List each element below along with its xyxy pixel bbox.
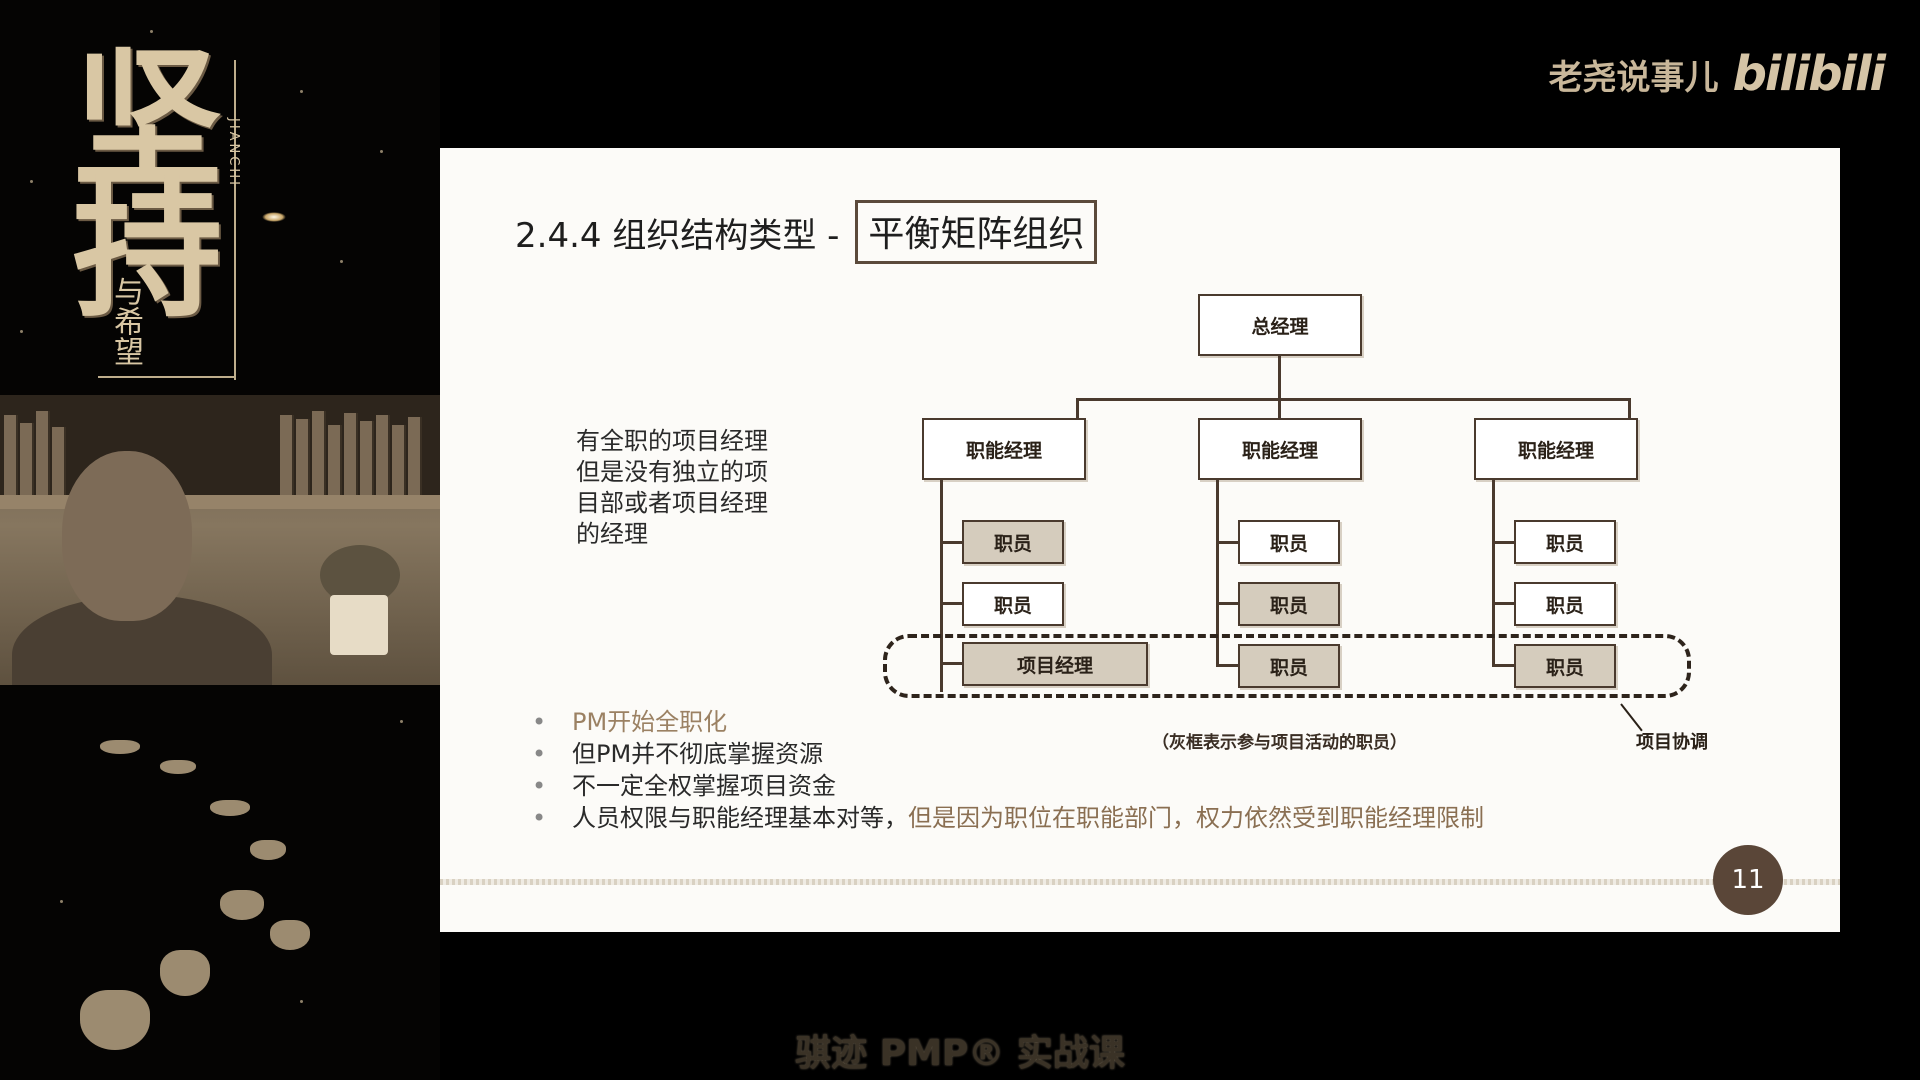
footprints-illustration [40, 720, 400, 1060]
slide-title-prefix: 2.4.4 组织结构类型 - [515, 215, 840, 256]
project-coordination-label: 项目协调 [1636, 732, 1708, 753]
bullet-item: 不一定全权掌握项目资金 [532, 770, 1484, 802]
connector-line [940, 541, 962, 544]
bilibili-logo: bilibili [1732, 46, 1886, 102]
sparkle [300, 1000, 303, 1003]
sparkle [60, 900, 63, 903]
connector-line [1278, 356, 1281, 400]
connector-line [1492, 602, 1514, 605]
org-node-staff: 职员 [1238, 644, 1340, 688]
connector-line [1278, 398, 1281, 420]
sparkle [380, 150, 383, 153]
connector-line [1076, 398, 1630, 401]
sparkle [150, 30, 153, 33]
org-node-staff: 职员 [962, 582, 1064, 626]
org-node-staff: 职员 [1514, 644, 1616, 688]
glow-star [262, 212, 286, 222]
org-node-staff: 职员 [962, 520, 1064, 564]
description-line: 的经理 [576, 520, 648, 548]
sparkle [300, 90, 303, 93]
description-text: 有全职的项目经理 但是没有独立的项 目部或者项目经理 的经理 [576, 426, 796, 550]
project-coordination-boundary [883, 634, 1691, 698]
connector-line [1216, 480, 1219, 666]
presenter-head [62, 451, 192, 621]
slide-title-boxed-text: 平衡矩阵组织 [868, 214, 1085, 255]
org-node-project-manager: 项目经理 [962, 642, 1148, 686]
description-line: 有全职的项目经理 [576, 427, 768, 455]
bullet-muted-text: 但是因为职位在职能部门，权力依然受到职能经理限制 [908, 804, 1484, 832]
org-node-functional-manager: 职能经理 [922, 418, 1086, 480]
connector-line [1492, 541, 1514, 544]
bullet-main-text: 人员权限与职能经理基本对等， [572, 804, 908, 832]
sparkle [20, 330, 23, 333]
channel-brand: 老尧说事儿 bilibili [1548, 46, 1886, 102]
webcam-feed [0, 395, 440, 685]
slide-title-box: 平衡矩阵组织 [855, 200, 1098, 264]
connector-line [1216, 541, 1238, 544]
pinyin-label: JIANCHI [226, 118, 241, 188]
brush-calligraphy-title: 坚持 [47, 40, 223, 300]
connector-line [1492, 480, 1495, 666]
sparkle [30, 180, 33, 183]
connector-line [1076, 398, 1079, 420]
sparkle [340, 260, 343, 263]
bullet-item: 人员权限与职能经理基本对等，但是因为职位在职能部门，权力依然受到职能经理限制 [532, 802, 1484, 834]
slide-footer-rule [440, 879, 1840, 885]
course-caption: 骐迹 PMP® 实战课 [795, 1033, 1125, 1074]
connector-line [1492, 664, 1514, 667]
channel-name: 老尧说事儿 [1548, 57, 1719, 98]
org-node-staff: 职员 [1514, 520, 1616, 564]
connector-line [940, 480, 943, 692]
org-node-staff: 职员 [1238, 582, 1340, 626]
connector-line [940, 602, 962, 605]
plant-pot [330, 595, 388, 655]
org-node-staff: 职员 [1238, 520, 1340, 564]
org-node-staff: 职员 [1514, 582, 1616, 626]
bullet-list: PM开始全职化 但PM并不彻底掌握资源 不一定全权掌握项目资金 人员权限与职能经… [532, 706, 1484, 834]
org-node-functional-manager: 职能经理 [1198, 418, 1362, 480]
connector-line [940, 662, 962, 665]
org-node-functional-manager: 职能经理 [1474, 418, 1638, 480]
bookshelf [0, 395, 440, 505]
description-line: 目部或者项目经理 [576, 489, 768, 517]
glow-star [76, 256, 96, 265]
bullet-item: PM开始全职化 [532, 706, 1484, 738]
page-number-badge: 11 [1713, 845, 1783, 915]
connector-line [1628, 398, 1631, 420]
description-line: 但是没有独立的项 [576, 458, 768, 486]
slide-title: 2.4.4 组织结构类型 - 平衡矩阵组织 [515, 200, 1098, 264]
org-node-general-manager: 总经理 [1198, 294, 1362, 356]
connector-line [1216, 664, 1238, 667]
bullet-item: 但PM并不彻底掌握资源 [532, 738, 1484, 770]
decor-horizontal-line [98, 376, 236, 378]
presentation-slide: 2.4.4 组织结构类型 - 平衡矩阵组织 有全职的项目经理 但是没有独立的项 … [440, 148, 1840, 932]
left-decor-panel: 坚持 与希望 JIANCHI [0, 0, 440, 1080]
decor-vertical-line [234, 60, 236, 380]
brush-calligraphy-subtitle: 与希望 [108, 276, 143, 366]
sparkle [400, 720, 403, 723]
connector-line [1216, 602, 1238, 605]
